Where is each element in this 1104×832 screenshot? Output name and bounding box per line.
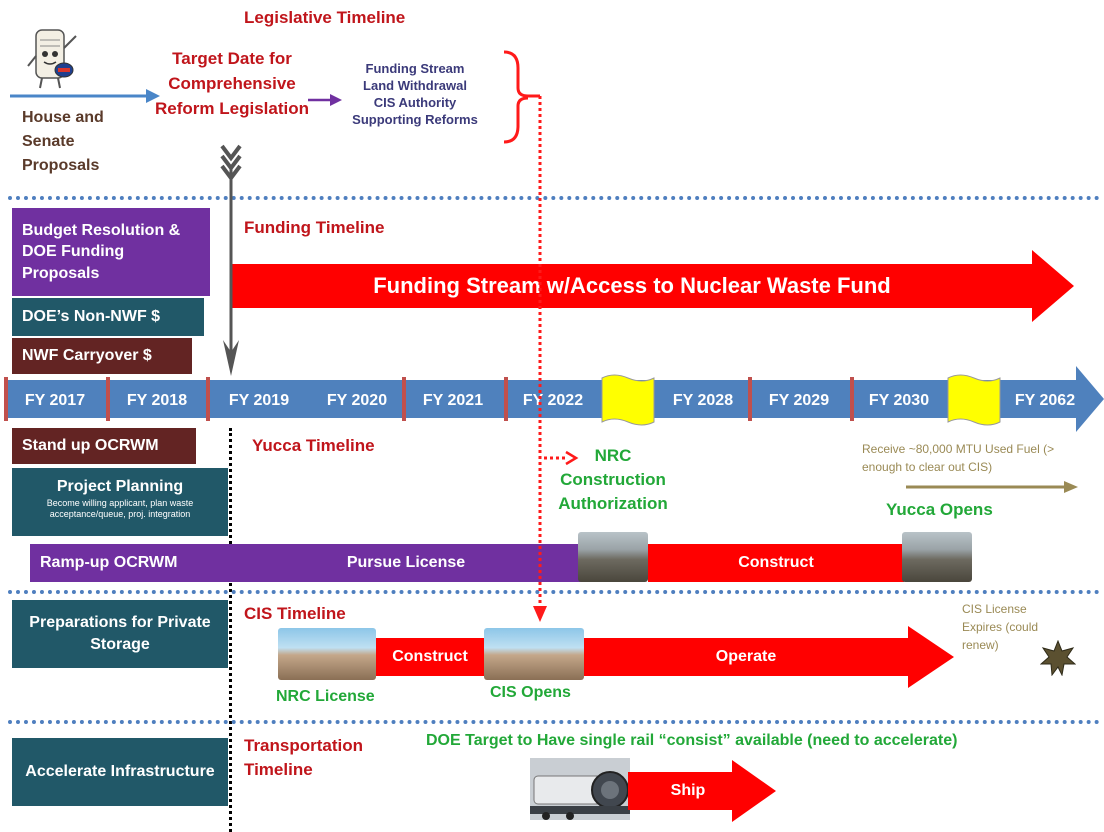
fy-label: FY 2019 — [228, 392, 290, 409]
cis-title: CIS Timeline — [244, 604, 346, 623]
current-date-line — [229, 428, 232, 832]
rail-cask-image — [530, 758, 630, 820]
fy-label: FY 2021 — [422, 392, 484, 409]
license-expires-label: CIS License Expires (could renew) — [962, 602, 1039, 652]
transportation-title: Transportation Timeline — [244, 736, 364, 779]
axis-tick — [504, 377, 508, 421]
axis-break-icon — [601, 374, 655, 426]
nrc-arrow — [544, 450, 580, 471]
proposals-arrow — [10, 89, 160, 103]
planning-detail: Become willing applicant, plan waste acc… — [46, 498, 194, 519]
cis-site-image — [278, 628, 376, 680]
fy-label: FY 2028 — [672, 392, 734, 409]
axis-tick — [748, 377, 752, 421]
ship-label: Ship — [670, 782, 706, 799]
funding-title: Funding Timeline — [244, 218, 385, 237]
bill-icon — [20, 26, 90, 90]
target-arrow — [308, 94, 342, 106]
yucca-site-image — [578, 532, 648, 582]
yucca-title: Yucca Timeline — [252, 436, 375, 455]
budget-box: Budget Resolution & DOE Funding Proposal… — [12, 208, 210, 296]
fy-label: FY 2018 — [126, 392, 188, 409]
legislation-item: CIS Authority — [373, 95, 457, 110]
receive-fuel-arrow — [906, 481, 1078, 493]
axis-break-icon — [947, 374, 1001, 426]
planning-box: Project Planning Become willing applican… — [12, 468, 228, 536]
legislation-item: Supporting Reforms — [352, 112, 478, 127]
planning-title: Project Planning — [56, 478, 184, 495]
axis-tick — [106, 377, 110, 421]
rampup-box: Ramp-up OCRWM — [30, 544, 230, 582]
carryover-box: NWF Carryover $ — [12, 338, 192, 374]
cis-operate-arrow — [584, 626, 954, 688]
yucca-site-image — [902, 532, 972, 582]
infrastructure-box: Accelerate Infrastructure — [12, 738, 228, 806]
cis-site-image — [484, 628, 584, 680]
fiscal-axis-arrow — [4, 366, 1104, 432]
yucca-opens-label: Yucca Opens — [886, 500, 993, 519]
axis-tick — [850, 377, 854, 421]
pursue-license-bar: Pursue License — [230, 544, 582, 582]
separator-yucca — [8, 590, 1100, 594]
dotted-connector — [530, 94, 547, 622]
rail-target-label: DOE Target to Have single rail “consist”… — [426, 732, 958, 749]
ship-arrow — [628, 760, 776, 822]
receive-fuel-label: Receive ~80,000 MTU Used Fuel (> enough … — [862, 442, 1055, 474]
nrc-license-label: NRC License — [276, 688, 375, 705]
expiry-star-icon — [1040, 640, 1076, 676]
proposals-label: House and Senate Proposals — [22, 109, 104, 174]
cis-opens-label: CIS Opens — [490, 684, 571, 701]
fy-label: FY 2020 — [326, 392, 388, 409]
legislation-brace — [503, 50, 540, 144]
cis-operate-label: Operate — [715, 648, 777, 665]
fy-label: FY 2062 — [1014, 392, 1076, 409]
cis-construct-bar: Construct — [376, 638, 484, 676]
non-nwf-box: DOE’s Non-NWF $ — [12, 298, 204, 336]
axis-tick — [206, 377, 210, 421]
fy-label: FY 2022 — [522, 392, 584, 409]
target-date-label: Target Date for Comprehensive Reform Leg… — [155, 49, 309, 118]
funding-stream-label: Funding Stream w/Access to Nuclear Waste… — [373, 273, 891, 298]
fy-label: FY 2030 — [868, 392, 930, 409]
legislation-item: Funding Stream — [365, 61, 465, 76]
private-storage-box: Preparations for Private Storage — [12, 600, 228, 668]
standup-box: Stand up OCRWM — [12, 428, 196, 464]
legislative-title: Legislative Timeline — [244, 8, 406, 27]
fy-label: FY 2029 — [768, 392, 830, 409]
axis-tick — [402, 377, 406, 421]
target-down-arrow — [220, 144, 242, 376]
separator-cis — [8, 720, 1100, 724]
axis-tick — [4, 377, 8, 421]
legislation-items: Funding Stream Land Withdrawal CIS Autho… — [330, 60, 500, 128]
funding-stream-arrow — [232, 250, 1074, 322]
nrc-authorization-label: NRC Construction Authorization — [558, 446, 668, 513]
legislation-item: Land Withdrawal — [363, 78, 467, 93]
fy-label: FY 2017 — [24, 392, 86, 409]
yucca-construct-bar: Construct — [648, 544, 904, 582]
separator-legislative — [8, 196, 1100, 200]
